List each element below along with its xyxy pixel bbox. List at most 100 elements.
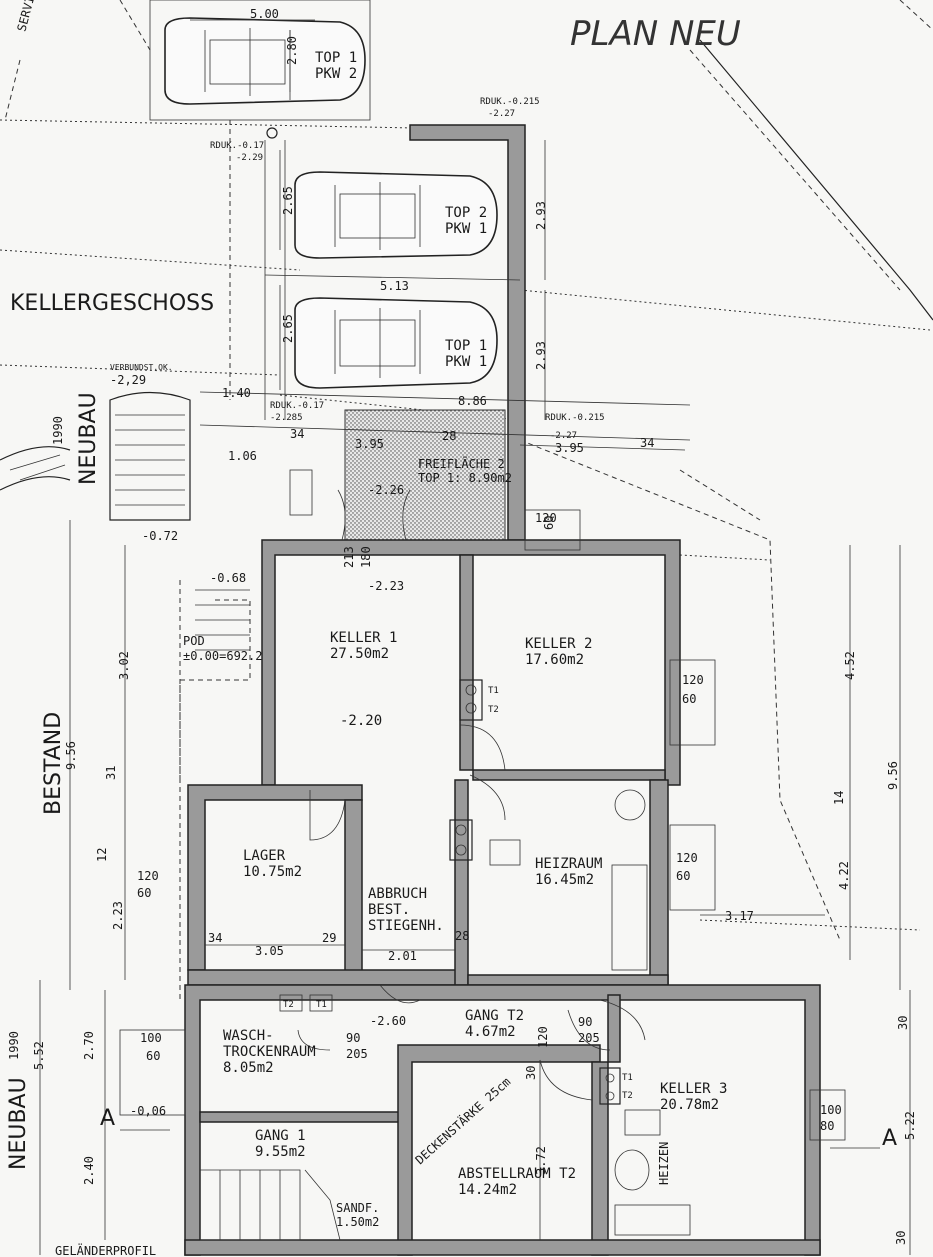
car1-top: TOP 1 xyxy=(315,50,357,66)
svg-text:60: 60 xyxy=(146,1049,160,1063)
svg-text:34: 34 xyxy=(290,427,304,441)
car-2 xyxy=(294,171,498,259)
floor-title: KELLERGESCHOSS xyxy=(10,291,214,316)
heizen-label: HEIZEN xyxy=(657,1142,671,1185)
neubau-top-label: NEUBAU xyxy=(76,392,101,485)
section-marker-right: A xyxy=(882,1126,897,1151)
svg-text:RDUK.-0.215: RDUK.-0.215 xyxy=(545,413,605,423)
svg-text:T2: T2 xyxy=(283,1000,294,1010)
svg-text:T2: T2 xyxy=(622,1091,633,1101)
svg-text:90: 90 xyxy=(578,1015,592,1029)
svg-text:-0.68: -0.68 xyxy=(210,571,246,585)
svg-text:T2: T2 xyxy=(488,705,499,715)
equipment xyxy=(279,469,691,1236)
keller1-name: KELLER 1 xyxy=(330,630,397,646)
svg-text:3.95: 3.95 xyxy=(555,441,584,455)
svg-text:3.95: 3.95 xyxy=(355,437,384,451)
svg-text:2.01: 2.01 xyxy=(388,949,417,963)
svg-text:120: 120 xyxy=(536,1026,550,1048)
plan-note: PLAN NEU xyxy=(570,14,741,54)
svg-text:T1: T1 xyxy=(316,1000,327,1010)
svg-text:2.23: 2.23 xyxy=(111,901,125,930)
lager-area: 10.75m2 xyxy=(243,864,302,880)
car1-pkw: PKW 2 xyxy=(315,66,357,82)
svg-text:180: 180 xyxy=(359,546,373,568)
car2-top: TOP 2 xyxy=(445,205,487,221)
svg-text:80: 80 xyxy=(820,1119,834,1133)
gang1-area: 9.55m2 xyxy=(255,1144,306,1160)
sandf-area: 1.50m2 xyxy=(336,1215,379,1229)
heizraum-area: 16.45m2 xyxy=(535,872,594,888)
bestand-label: BESTAND xyxy=(41,712,66,815)
svg-text:34: 34 xyxy=(208,931,222,945)
pod-label: POD xyxy=(183,634,205,648)
abstell-area: 14.24m2 xyxy=(458,1182,517,1198)
svg-text:-0,06: -0,06 xyxy=(130,1104,166,1118)
pod-level: ±0.00=692.2 xyxy=(183,649,262,663)
inner-stair xyxy=(200,1169,341,1241)
freiflaeche-name: FREIFLÄCHE 2 xyxy=(418,456,505,471)
svg-text:30: 30 xyxy=(524,1066,538,1080)
neubau-top-year: 1990 xyxy=(51,416,65,445)
svg-text:31: 31 xyxy=(104,766,118,780)
svg-text:3.05: 3.05 xyxy=(255,944,284,958)
svg-text:2.40: 2.40 xyxy=(82,1156,96,1185)
svg-text:2.65: 2.65 xyxy=(281,314,295,343)
dimension-lines xyxy=(39,19,911,1255)
svg-text:RDUK.-0.215: RDUK.-0.215 xyxy=(480,97,540,107)
doors xyxy=(297,489,646,1101)
svg-text:12: 12 xyxy=(95,848,109,862)
keller1-area: 27.50m2 xyxy=(330,646,389,662)
lager-name: LAGER xyxy=(243,848,286,864)
wasch-area: 8.05m2 xyxy=(223,1060,274,1076)
svg-text:30: 30 xyxy=(896,1016,910,1030)
svg-text:-2.285: -2.285 xyxy=(270,413,303,423)
keller2-name: KELLER 2 xyxy=(525,636,592,652)
svg-text:3.02: 3.02 xyxy=(117,651,131,680)
gelaender-label: GELÄNDERPROFIL xyxy=(55,1243,156,1257)
svg-text:2.80: 2.80 xyxy=(285,36,299,65)
verbund-label: VERBUNDST.OK. xyxy=(110,363,173,372)
outside-stair xyxy=(0,391,191,521)
decken-label: DECKENSTÄRKE 25cm xyxy=(412,1074,513,1167)
svg-text:5.22: 5.22 xyxy=(903,1111,917,1140)
gang-t2-name: GANG T2 xyxy=(465,1008,524,1024)
svg-text:60: 60 xyxy=(542,516,556,530)
gang-t2-area: 4.67m2 xyxy=(465,1024,516,1040)
svg-text:-2.27: -2.27 xyxy=(488,109,515,119)
svg-text:90: 90 xyxy=(346,1031,360,1045)
svg-text:RDUK.-0.17: RDUK.-0.17 xyxy=(210,141,264,151)
building-walls xyxy=(184,539,821,1256)
svg-text:-2.26: -2.26 xyxy=(368,483,404,497)
svg-text:2.70: 2.70 xyxy=(82,1031,96,1060)
svg-text:4.52: 4.52 xyxy=(843,651,857,680)
svg-text:2.93: 2.93 xyxy=(534,201,548,230)
svg-text:-2.29: -2.29 xyxy=(236,153,263,163)
svg-text:120: 120 xyxy=(137,869,159,883)
svg-text:-2.23: -2.23 xyxy=(368,579,404,593)
sandf-name: SANDF. xyxy=(336,1201,379,1215)
keller1-level: -2.20 xyxy=(340,713,382,729)
svg-text:2.65: 2.65 xyxy=(281,186,295,215)
abbruch-l3: STIEGENH. xyxy=(368,918,444,934)
svg-text:29: 29 xyxy=(322,931,336,945)
car3-top: TOP 1 xyxy=(445,338,487,354)
svg-text:30: 30 xyxy=(894,1231,908,1245)
svg-text:T1: T1 xyxy=(488,686,499,696)
svg-text:60: 60 xyxy=(676,869,690,883)
svg-text:28: 28 xyxy=(455,929,469,943)
keller3-name: KELLER 3 xyxy=(660,1081,727,1097)
svg-text:-2,29: -2,29 xyxy=(110,373,146,387)
svg-text:1.06: 1.06 xyxy=(228,449,257,463)
svg-text:5.00: 5.00 xyxy=(250,7,279,21)
car-3 xyxy=(294,297,498,389)
svg-text:3.72: 3.72 xyxy=(534,1146,548,1175)
street-label: SERVI xyxy=(14,0,37,33)
svg-text:213: 213 xyxy=(342,546,356,568)
svg-text:9.56: 9.56 xyxy=(64,741,78,770)
svg-text:5.52: 5.52 xyxy=(32,1041,46,1070)
car3-pkw: PKW 1 xyxy=(445,354,487,370)
svg-text:1.40: 1.40 xyxy=(222,386,251,400)
svg-text:-2.27: -2.27 xyxy=(550,431,577,441)
